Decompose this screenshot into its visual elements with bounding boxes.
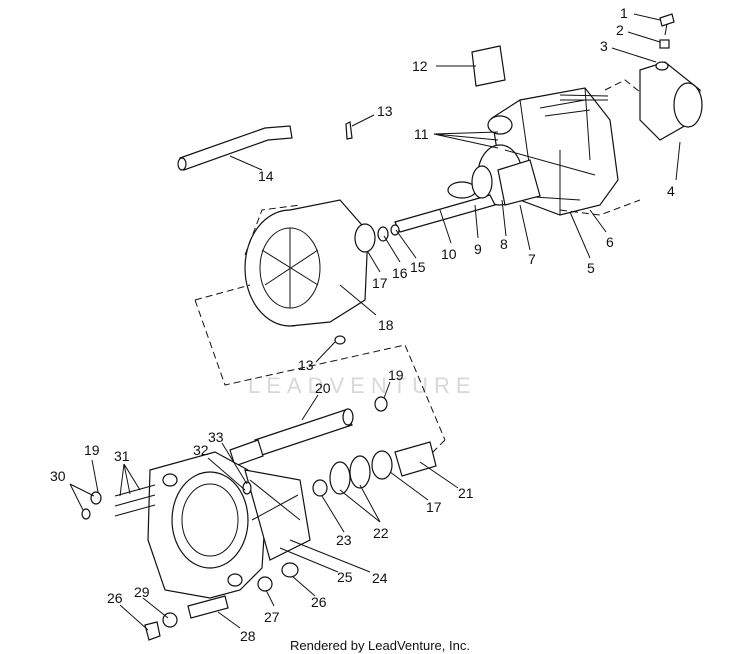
pin-lower xyxy=(334,335,346,345)
hose xyxy=(177,125,293,171)
callout-13-lower: 13 xyxy=(298,357,314,373)
callout-17-lower: 17 xyxy=(426,499,442,515)
callout-19: 19 xyxy=(388,367,404,383)
callout-19-lower: 19 xyxy=(84,442,100,458)
bolt-stack xyxy=(655,13,675,71)
callout-26-right: 26 xyxy=(311,594,327,610)
impeller-shaft xyxy=(394,159,541,233)
callout-15: 15 xyxy=(410,259,426,275)
callout-5: 5 xyxy=(587,260,595,276)
callout-8: 8 xyxy=(500,236,508,252)
pin xyxy=(345,121,353,140)
drive-shaft xyxy=(229,408,354,467)
callout-32: 32 xyxy=(193,442,209,458)
callout-labels: 1 2 3 4 5 6 7 8 9 10 11 12 13 14 13 15 1… xyxy=(50,5,675,644)
callout-26: 26 xyxy=(107,590,123,606)
callout-3: 3 xyxy=(600,38,608,54)
o-ring xyxy=(374,396,388,412)
callout-29: 29 xyxy=(134,584,150,600)
wear-ring-housing xyxy=(244,199,400,327)
callout-2: 2 xyxy=(616,22,624,38)
callout-25: 25 xyxy=(337,569,353,585)
callout-14: 14 xyxy=(258,168,274,184)
watermark: LEADVENTURE xyxy=(248,373,477,398)
callout-28: 28 xyxy=(240,628,256,644)
footer-credit: Rendered by LeadVenture, Inc. xyxy=(290,638,470,653)
callout-7: 7 xyxy=(528,251,536,267)
callout-16: 16 xyxy=(392,265,408,281)
bearing-stack xyxy=(312,441,437,497)
callout-6: 6 xyxy=(606,234,614,250)
callout-4: 4 xyxy=(667,183,675,199)
callout-11: 11 xyxy=(414,126,429,142)
callout-24: 24 xyxy=(372,570,388,586)
callout-20: 20 xyxy=(315,380,331,396)
callout-9: 9 xyxy=(474,241,482,257)
callout-18: 18 xyxy=(378,317,394,333)
callout-17: 17 xyxy=(372,275,388,291)
callout-13: 13 xyxy=(377,103,393,119)
callout-1: 1 xyxy=(620,5,628,21)
fasteners-lower xyxy=(144,562,299,641)
pump-body xyxy=(81,451,311,599)
callout-22: 22 xyxy=(373,525,389,541)
decal-grid xyxy=(471,45,506,87)
callout-31: 31 xyxy=(114,448,130,464)
callout-12: 12 xyxy=(412,58,428,74)
callout-27: 27 xyxy=(264,609,280,625)
callout-10: 10 xyxy=(441,246,457,262)
leader-lines xyxy=(69,13,681,631)
callout-30: 30 xyxy=(50,468,66,484)
callout-23: 23 xyxy=(336,532,352,548)
callout-33: 33 xyxy=(208,429,224,445)
callout-21: 21 xyxy=(458,485,474,501)
